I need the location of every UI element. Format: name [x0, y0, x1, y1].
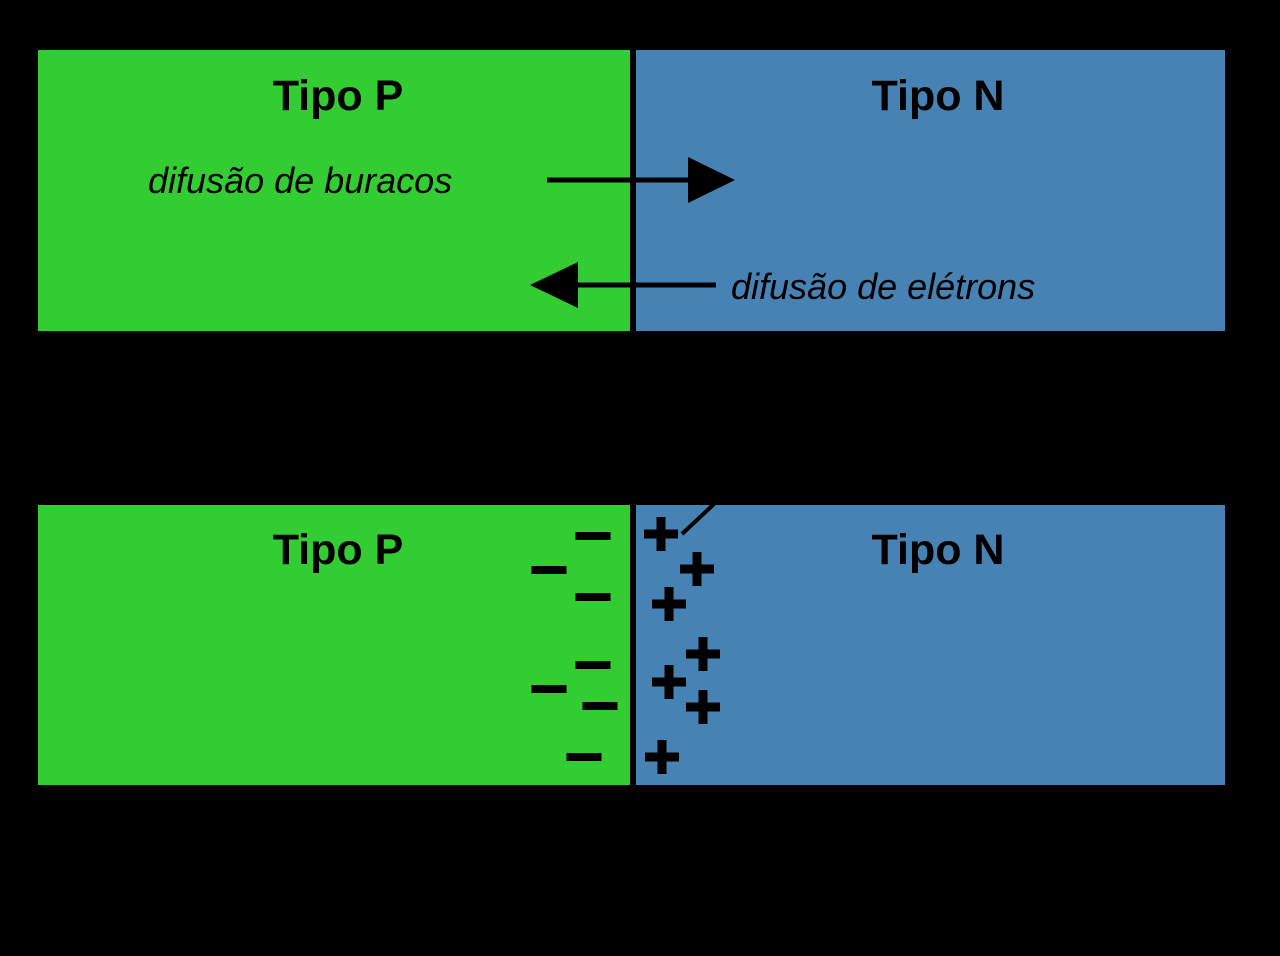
electron-diffusion-arrowhead: [530, 262, 578, 308]
minus-charge-icon: [531, 566, 567, 574]
top-n-region-rect: [636, 50, 1225, 331]
plus-charge-icon: [645, 740, 679, 774]
hole-diffusion-arrowhead: [688, 157, 735, 203]
plus-charge-icon: [680, 552, 714, 586]
bottom-n-region-rect: [636, 505, 1225, 785]
bottom-n-region-label: Tipo N: [872, 526, 1005, 574]
top-n-region-label: Tipo N: [872, 72, 1005, 120]
bottom-p-region-label: Tipo P: [273, 526, 404, 574]
bottom-p-region-rect: [38, 505, 630, 785]
bottom-diagram-group: Tipo P Tipo N: [38, 502, 1225, 785]
plus-bar-vertical: [698, 637, 708, 671]
plus-bar-vertical: [698, 690, 708, 724]
negative-charge-layer: [531, 532, 618, 761]
minus-charge-icon: [582, 702, 618, 710]
plus-bar-vertical: [692, 552, 702, 586]
plus-charge-icon: [686, 637, 720, 671]
top-diagram-group: Tipo P Tipo N difusão de buracos difusão…: [38, 50, 1225, 331]
plus-charge-icon: [644, 517, 678, 551]
plus-bar-vertical: [657, 740, 667, 774]
minus-charge-icon: [531, 685, 567, 693]
depletion-pointer-line: [680, 502, 716, 536]
positive-charge-layer: [644, 517, 720, 774]
minus-charge-icon: [575, 532, 611, 540]
electron-diffusion-annotation: difusão de elétrons: [530, 262, 1035, 308]
plus-bar-vertical: [664, 665, 674, 699]
minus-charge-icon: [575, 593, 611, 601]
top-p-region-label: Tipo P: [273, 72, 404, 120]
minus-charge-icon: [566, 753, 602, 761]
top-p-region-rect: [38, 50, 630, 331]
plus-bar-vertical: [656, 517, 666, 551]
plus-charge-icon: [686, 690, 720, 724]
hole-diffusion-label: difusão de buracos: [148, 160, 452, 201]
minus-charge-icon: [575, 661, 611, 669]
electron-diffusion-label: difusão de elétrons: [731, 266, 1035, 307]
hole-diffusion-annotation: difusão de buracos: [148, 157, 735, 203]
plus-charge-icon: [652, 587, 686, 621]
plus-charge-icon: [652, 665, 686, 699]
plus-bar-vertical: [664, 587, 674, 621]
